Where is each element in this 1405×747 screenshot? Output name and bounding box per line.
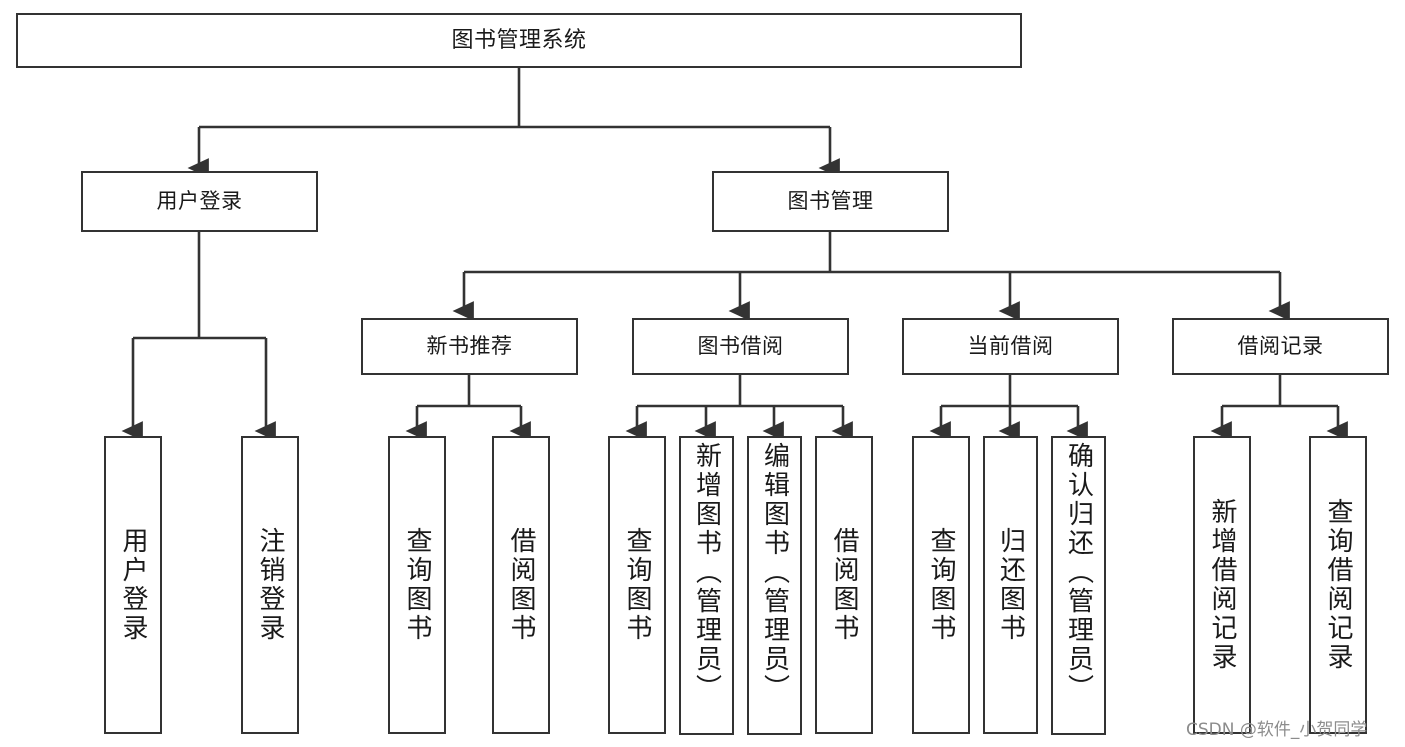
leaf-borrow-book-1-label: 借阅图书 xyxy=(506,527,536,643)
node-user-login-label: 用户登录 xyxy=(156,189,243,214)
leaf-add-book[interactable]: 新增图书（管理员） xyxy=(679,436,734,735)
leaf-add-record[interactable]: 新增借阅记录 xyxy=(1193,436,1251,734)
leaf-add-book-label: 新增图书（管理员） xyxy=(691,442,722,703)
leaf-query-book-2-label: 查询图书 xyxy=(622,527,652,643)
leaf-return-book-label: 归还图书 xyxy=(995,527,1026,643)
leaf-user-login-label: 用户登录 xyxy=(118,527,148,643)
leaf-confirm-return[interactable]: 确认归还（管理员） xyxy=(1051,436,1106,735)
node-book-borrow-label: 图书借阅 xyxy=(697,334,784,359)
node-new-book-rec-label: 新书推荐 xyxy=(426,334,513,359)
leaf-user-logout-label: 注销登录 xyxy=(255,527,285,643)
leaf-user-logout[interactable]: 注销登录 xyxy=(241,436,299,734)
leaf-user-login[interactable]: 用户登录 xyxy=(104,436,162,734)
leaf-edit-book-label: 编辑图书（管理员） xyxy=(759,442,790,703)
leaf-query-book-3[interactable]: 查询图书 xyxy=(912,436,970,734)
leaf-query-book-2[interactable]: 查询图书 xyxy=(608,436,666,734)
node-current-borrow-label: 当前借阅 xyxy=(967,334,1054,359)
leaf-edit-book[interactable]: 编辑图书（管理员） xyxy=(747,436,802,735)
node-borrow-record[interactable]: 借阅记录 xyxy=(1172,318,1389,375)
node-book-manage[interactable]: 图书管理 xyxy=(712,171,949,232)
leaf-borrow-book-2[interactable]: 借阅图书 xyxy=(815,436,873,734)
leaf-query-book-3-label: 查询图书 xyxy=(926,527,956,643)
node-borrow-record-label: 借阅记录 xyxy=(1237,334,1324,359)
node-root-label: 图书管理系统 xyxy=(451,27,587,53)
node-user-login[interactable]: 用户登录 xyxy=(81,171,318,232)
leaf-confirm-return-label: 确认归还（管理员） xyxy=(1063,442,1094,703)
node-book-borrow[interactable]: 图书借阅 xyxy=(632,318,849,375)
leaf-query-record[interactable]: 查询借阅记录 xyxy=(1309,436,1367,734)
leaf-borrow-book-2-label: 借阅图书 xyxy=(829,527,859,643)
leaf-add-record-label: 新增借阅记录 xyxy=(1207,498,1237,672)
leaf-query-book-1[interactable]: 查询图书 xyxy=(388,436,446,734)
node-current-borrow[interactable]: 当前借阅 xyxy=(902,318,1119,375)
leaf-return-book[interactable]: 归还图书 xyxy=(983,436,1038,734)
leaf-query-book-1-label: 查询图书 xyxy=(402,527,432,643)
node-root[interactable]: 图书管理系统 xyxy=(16,13,1022,68)
csdn-watermark: CSDN @软件_小贺同学 xyxy=(1186,720,1368,740)
node-new-book-rec[interactable]: 新书推荐 xyxy=(361,318,578,375)
leaf-query-record-label: 查询借阅记录 xyxy=(1323,498,1353,672)
node-book-manage-label: 图书管理 xyxy=(787,189,874,214)
leaf-borrow-book-1[interactable]: 借阅图书 xyxy=(492,436,550,734)
